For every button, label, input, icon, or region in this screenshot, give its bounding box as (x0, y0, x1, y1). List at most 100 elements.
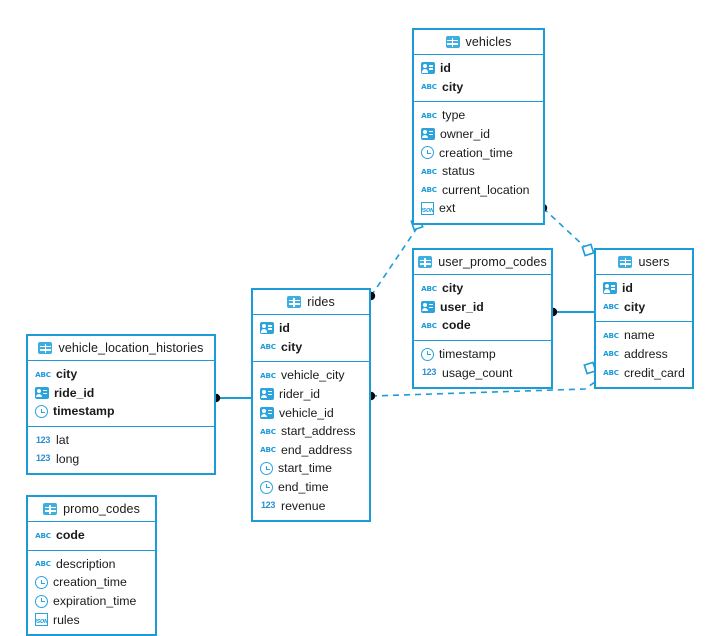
id-icon (260, 388, 274, 401)
table-header-users[interactable]: users (596, 250, 692, 275)
column-row-timestamp[interactable]: timestamp (414, 345, 551, 364)
table-icon (618, 256, 633, 268)
field-label: id (622, 281, 633, 296)
table-header-vehicles[interactable]: vehicles (414, 30, 543, 55)
column-row-rider_id[interactable]: rider_id (253, 385, 369, 404)
primary-key-row-id[interactable]: id (253, 319, 369, 338)
column-row-vehicle_id[interactable]: vehicle_id (253, 403, 369, 422)
field-label: vehicle_city (281, 368, 345, 383)
table-icon (445, 36, 460, 48)
abc-icon: ABC (260, 370, 276, 380)
field-label: creation_time (53, 575, 127, 590)
field-label: start_address (281, 424, 356, 439)
abc-icon: ABC (35, 530, 51, 540)
primary-key-row-ride_id[interactable]: ride_id (28, 384, 214, 403)
table-icon (418, 256, 433, 268)
id-icon (421, 300, 435, 313)
field-label: ext (439, 201, 456, 216)
clock-icon (421, 347, 434, 361)
table-header-vehicle_location_histories[interactable]: vehicle_location_histories (28, 336, 214, 361)
relationship-line-rel-vehicles-rides[interactable] (370, 227, 418, 297)
primary-key-row-code[interactable]: ABC code (28, 526, 155, 545)
table-icon (43, 503, 58, 515)
primary-key-row-timestamp[interactable]: timestamp (28, 402, 214, 421)
column-row-vehicle_city[interactable]: ABC vehicle_city (253, 366, 369, 385)
abc-icon: ABC (421, 283, 437, 293)
column-row-owner_id[interactable]: owner_id (414, 125, 543, 144)
primary-key-row-id[interactable]: id (596, 279, 692, 298)
primary-key-row-city[interactable]: ABC city (596, 298, 692, 317)
column-row-end_time[interactable]: end_time (253, 478, 369, 497)
field-label: status (442, 164, 475, 179)
table-name-label: users (638, 255, 670, 269)
id-icon (421, 128, 435, 141)
relationship-line-rel-vehicles-users[interactable] (542, 207, 587, 249)
num-icon: 123 (260, 500, 276, 511)
id-icon (260, 406, 274, 419)
table-header-user_promo_codes[interactable]: user_promo_codes (414, 250, 551, 275)
abc-icon: ABC (421, 320, 437, 330)
field-label: timestamp (53, 404, 115, 419)
column-row-creation_time[interactable]: creation_time (414, 143, 543, 162)
field-label: rider_id (279, 387, 321, 402)
table-icon (38, 342, 53, 354)
column-row-creation_time[interactable]: creation_time (28, 573, 155, 592)
field-label: code (56, 528, 85, 543)
column-row-start_time[interactable]: start_time (253, 459, 369, 478)
field-label: lat (56, 433, 69, 448)
clock-icon (260, 461, 273, 475)
field-label: start_time (278, 461, 332, 476)
json-icon: JSON (35, 613, 48, 627)
field-label: usage_count (442, 365, 513, 380)
primary-key-row-id[interactable]: id (414, 59, 543, 78)
field-label: end_time (278, 480, 329, 495)
table-name-label: vehicle_location_histories (58, 341, 204, 355)
table-header-rides[interactable]: rides (253, 290, 369, 315)
id-icon (603, 282, 617, 295)
table-name-label: user_promo_codes (438, 255, 547, 269)
field-label: city (624, 299, 646, 314)
primary-key-row-user_id[interactable]: user_id (414, 298, 551, 317)
field-label: id (440, 61, 451, 76)
abc-icon: ABC (603, 368, 619, 378)
id-icon (421, 62, 435, 75)
abc-icon: ABC (603, 302, 619, 312)
column-row-expiration_time[interactable]: expiration_time (28, 592, 155, 611)
table-header-promo_codes[interactable]: promo_codes (28, 497, 155, 522)
field-label: timestamp (439, 347, 496, 362)
